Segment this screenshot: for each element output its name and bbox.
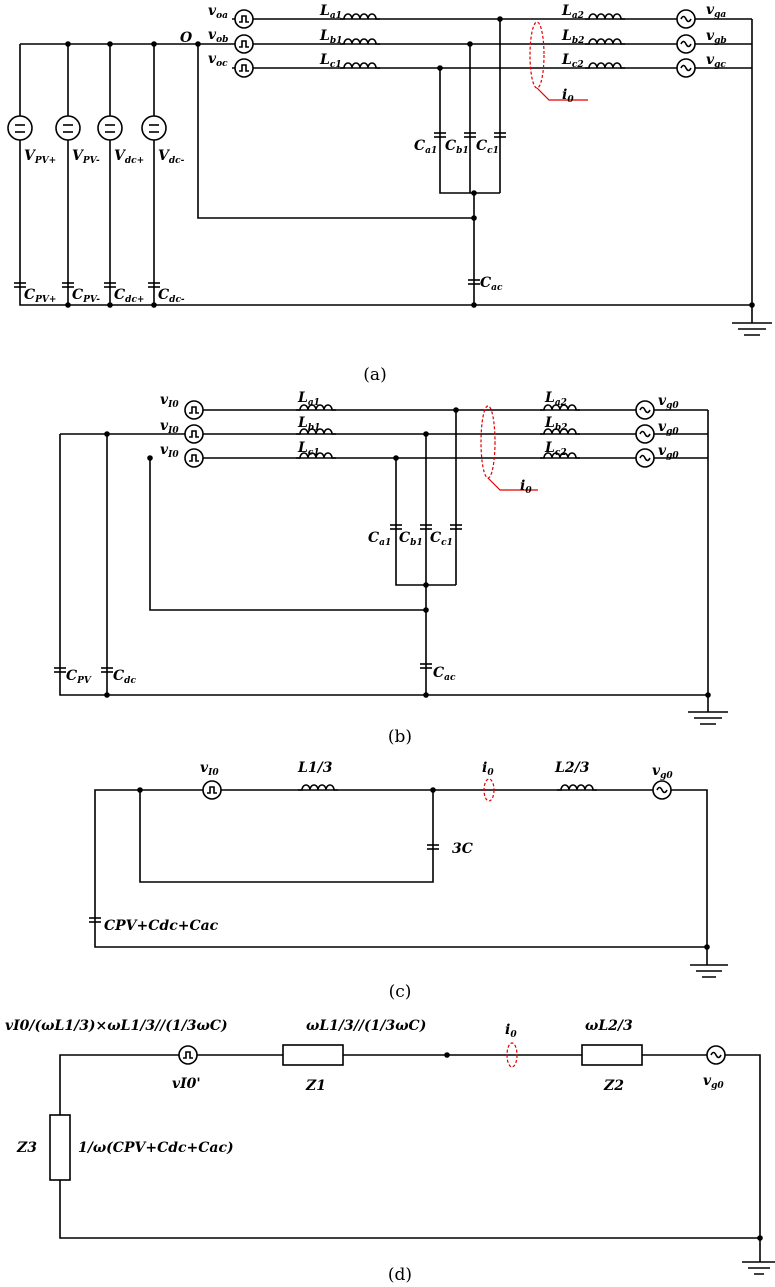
z2-impedance xyxy=(581,1044,643,1066)
cpv-minus-label: CPV- xyxy=(72,287,100,305)
ca1-label: Ca1 xyxy=(414,138,437,156)
lb2-label: Lb2 xyxy=(561,28,584,46)
vi0-c-label: vI0 xyxy=(160,442,179,460)
la2-label: La2 xyxy=(561,3,584,21)
lb1-label: Lb1 xyxy=(319,28,342,46)
vg0-b-label: vg0 xyxy=(658,419,679,437)
caption-a: (a) xyxy=(363,365,386,385)
cb1-b-label: Cb1 xyxy=(399,530,423,548)
src-expression: vI0/(ωL1/3)×ωL1/3//(1/3ωC) xyxy=(5,1018,228,1034)
vi0-a-label: vI0 xyxy=(160,392,179,410)
panel-c: vI0 L1/3 L2/3 vg0 3C CPV+Cdc+Cac i0 (c) xyxy=(88,760,728,1002)
vg0-c-label: vg0 xyxy=(658,443,679,461)
vi0-b-label: vI0 xyxy=(160,418,179,436)
i0-label-b: i0 xyxy=(520,478,532,496)
cc1-b-label: Cc1 xyxy=(430,530,453,548)
la1-b-label: La1 xyxy=(297,390,320,408)
caption-d: (d) xyxy=(388,1265,412,1285)
cac-b-label: Cac xyxy=(433,665,456,683)
csum-label: CPV+Cdc+Cac xyxy=(104,918,219,934)
z2-expression: ωL2/3 xyxy=(585,1018,633,1034)
lc1-label: Lc1 xyxy=(319,52,342,70)
vg0-d-label: vg0 xyxy=(703,1073,724,1091)
i0-label-c: i0 xyxy=(482,760,494,778)
vga-label: vga xyxy=(706,2,726,20)
vdc-minus-label: Vdc- xyxy=(158,148,185,166)
cac-label: Cac xyxy=(480,275,503,293)
cdc-b-label: Cdc xyxy=(113,668,136,686)
ca1-b-label: Ca1 xyxy=(368,530,391,548)
z1-label: Z1 xyxy=(305,1078,326,1094)
cc1-label: Cc1 xyxy=(476,138,499,156)
lc1-b-label: Lc1 xyxy=(297,440,320,458)
l1-3-label: L1/3 xyxy=(297,760,333,776)
z3-impedance xyxy=(49,1114,71,1181)
panel-d: vI0/(ωL1/3)×ωL1/3//(1/3ωC) vI0' ωL1/3//(… xyxy=(5,1018,775,1285)
cdc-minus-label: Cdc- xyxy=(158,287,185,305)
panel-b: vI0 vI0 vI0 La1 Lb1 Lc1 La2 Lb2 Lc2 vg0 … xyxy=(53,390,728,747)
3c-label: 3C xyxy=(452,841,473,857)
lb2-b-label: Lb2 xyxy=(544,415,567,433)
src-a-label: voa xyxy=(208,3,228,21)
z1-impedance xyxy=(282,1044,344,1066)
cpv-plus-label: CPV+ xyxy=(24,287,56,305)
z3-expression: 1/ω(CPV+Cdc+Cac) xyxy=(78,1140,234,1156)
vi0-c-src-label: vI0 xyxy=(200,760,219,778)
vpv-minus-label: VPV- xyxy=(72,148,100,166)
la2-b-label: La2 xyxy=(544,390,567,408)
la1-label: La1 xyxy=(319,3,342,21)
src-b-label: vob xyxy=(208,27,228,45)
vgc-label: vgc xyxy=(706,52,726,70)
vgb-label: vgb xyxy=(706,28,727,46)
i0-label-d: i0 xyxy=(505,1022,517,1040)
vpv-plus-label: VPV+ xyxy=(24,148,56,166)
panel-a: O voa vob voc La1 Lb1 Lc1 La2 Lb2 Lc2 vg… xyxy=(7,2,772,385)
cpv-b-label: CPV xyxy=(66,668,92,686)
cdc-plus-label: Cdc+ xyxy=(114,287,144,305)
cb1-label: Cb1 xyxy=(445,138,469,156)
caption-c: (c) xyxy=(389,982,412,1002)
l2-3-label: L2/3 xyxy=(554,760,590,776)
lb1-b-label: Lb1 xyxy=(297,415,320,433)
z1-expression: ωL1/3//(1/3ωC) xyxy=(306,1018,426,1034)
vg0-c-src-label: vg0 xyxy=(652,763,673,781)
vg0-a-label: vg0 xyxy=(658,393,679,411)
src-c-label: voc xyxy=(208,51,228,69)
z2-label: Z2 xyxy=(603,1078,624,1094)
caption-b: (b) xyxy=(388,727,412,747)
lc2-b-label: Lc2 xyxy=(544,440,567,458)
lc2-label: Lc2 xyxy=(561,52,584,70)
i0-label-a: i0 xyxy=(562,87,574,105)
z3-label: Z3 xyxy=(16,1140,37,1156)
vi0-prime-label: vI0' xyxy=(172,1076,201,1092)
vdc-plus-label: Vdc+ xyxy=(114,148,144,166)
node-o-label: O xyxy=(180,30,193,46)
